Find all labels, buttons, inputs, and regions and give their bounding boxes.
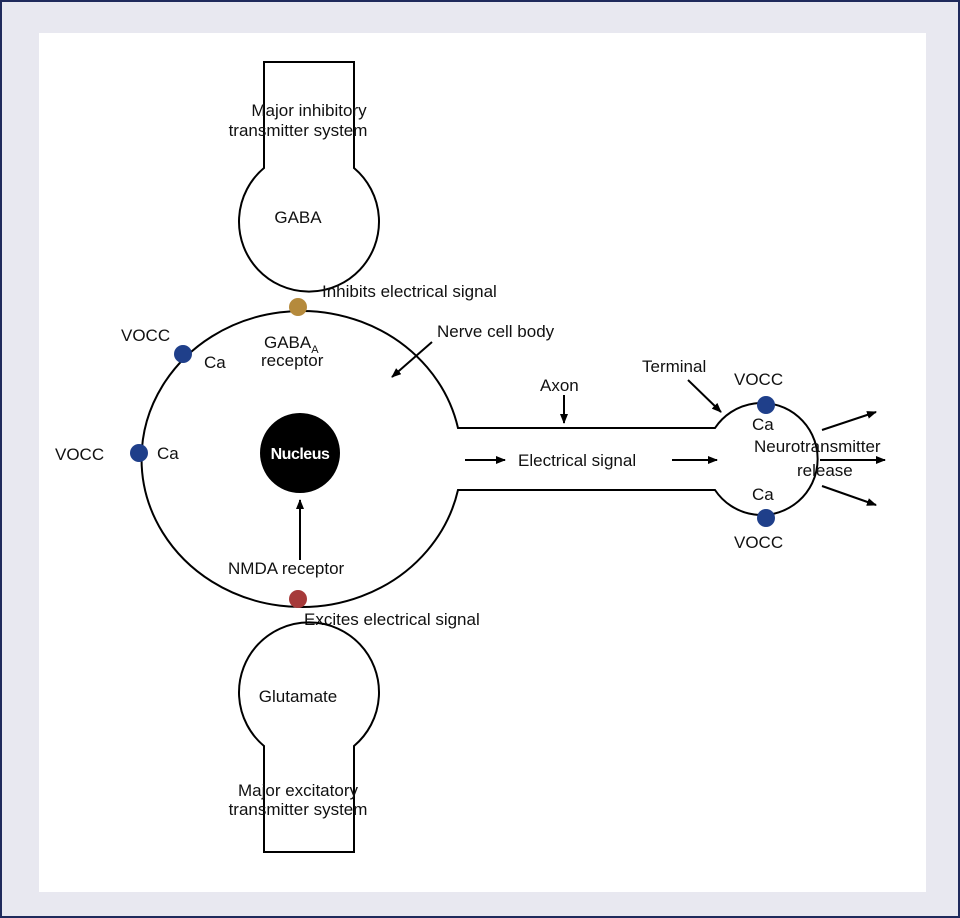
gaba-a-receptor-dot <box>289 298 307 316</box>
ca-left-label: Ca <box>157 444 179 463</box>
ca-upper-label: Ca <box>204 353 226 372</box>
glutamate-system-label-line1: Major excitatory <box>238 781 358 800</box>
nerve-cell-outline <box>140 310 819 608</box>
vocc-upper-label: VOCC <box>121 326 170 345</box>
nerve-cell-body-arrow <box>391 341 433 378</box>
terminal-label: Terminal <box>642 357 706 376</box>
vocc-channel-upper <box>174 345 192 363</box>
gaba-a-label: GABAA <box>264 333 319 356</box>
vocc-terminal-bottom-label: VOCC <box>734 533 783 552</box>
receptor-label: receptor <box>261 351 324 370</box>
electrical-signal-label: Electrical signal <box>518 451 636 470</box>
terminal-arrow <box>687 379 722 413</box>
diagram-panel <box>39 33 926 892</box>
vocc-left-label: VOCC <box>55 445 104 464</box>
nucleus <box>260 413 340 493</box>
excites-label: Excites electrical signal <box>304 610 480 629</box>
glutamate-label: Glutamate <box>259 687 337 706</box>
nerve-cell-body-label: Nerve cell body <box>437 322 555 341</box>
gaba-neuron-outline <box>238 61 380 293</box>
glutamate-neuron-outline <box>238 621 380 853</box>
axon-label: Axon <box>540 376 579 395</box>
glutamate-system-label-line2: transmitter system <box>229 800 368 819</box>
vocc-terminal-top-label: VOCC <box>734 370 783 389</box>
inhibits-label: Inhibits electrical signal <box>322 282 497 301</box>
nucleus-label: Nucleus <box>271 446 330 463</box>
gaba-label: GABA <box>274 208 322 227</box>
nmda-receptor-label: NMDA receptor <box>228 559 345 578</box>
vocc-channel-terminal-top <box>757 396 775 414</box>
gaba-system-label-line1: Major inhibitory <box>251 101 367 120</box>
vocc-channel-left <box>130 444 148 462</box>
gaba-system-label-line2: transmitter system <box>229 121 368 140</box>
vocc-channel-terminal-bottom <box>757 509 775 527</box>
ca-terminal-top-label: Ca <box>752 415 774 434</box>
release-arrow-up <box>821 411 877 431</box>
nmda-receptor-dot <box>289 590 307 608</box>
neurotransmitter-label: Neurotransmitter <box>754 437 881 456</box>
release-arrow-down <box>821 485 877 506</box>
ca-terminal-bottom-label: Ca <box>752 485 774 504</box>
release-label: release <box>797 461 853 480</box>
